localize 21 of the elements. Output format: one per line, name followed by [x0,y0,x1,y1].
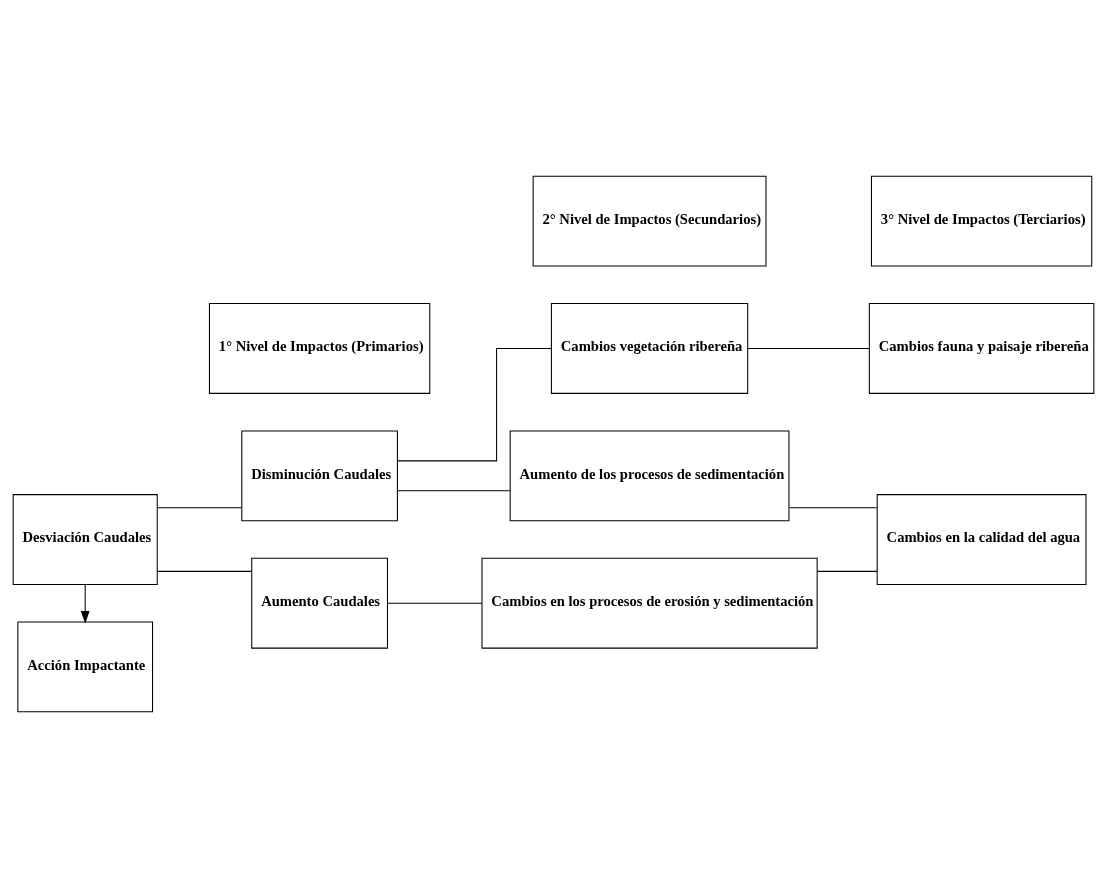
node-box: 3° Nivel de Impactos (Terciarios) [870,175,1093,267]
node-box: Cambios fauna y paisaje ribereña [868,303,1095,394]
connector [788,507,878,509]
node-box: Aumento de los procesos de sedimentación [509,430,790,522]
connector [397,490,511,492]
connector [747,347,870,349]
node-box: Disminución Caudales [241,430,398,522]
node-box: Cambios vegetación ribereña [550,303,749,394]
node-box: 1° Nivel de Impactos (Primarios) [208,303,431,394]
connector [397,347,552,462]
connector [156,570,253,572]
node-box: Cambios en la calidad del agua [876,494,1087,585]
arrow [80,583,90,624]
node-box: 2° Nivel de Impactos (Secundarios) [532,175,767,267]
connector [817,570,878,572]
node-box: Aumento Caudales [251,557,388,649]
connector [387,602,483,604]
node-box: Cambios en los procesos de erosión y sedimentación [481,557,818,649]
node-box: Desviación Caudales [12,494,158,585]
connector [156,507,242,509]
node-box: Acción Impactante [17,621,154,713]
